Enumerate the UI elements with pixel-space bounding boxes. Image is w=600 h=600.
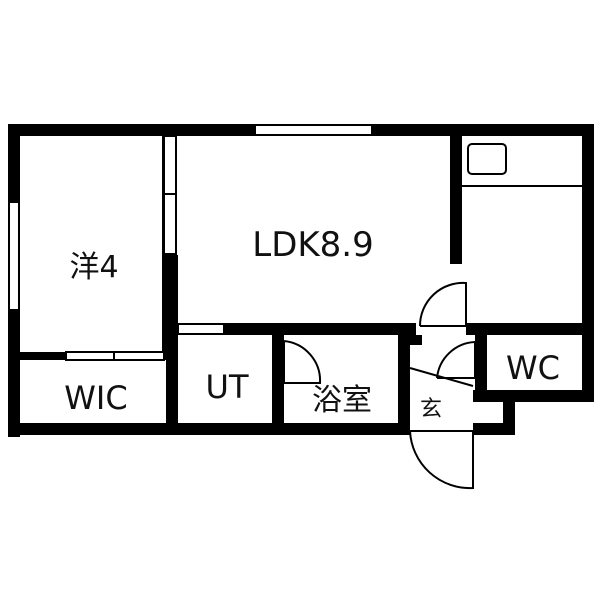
wall-ldk-bottom [224,323,416,335]
wall-wic-top-b [164,352,178,360]
wall-left-lower [8,310,20,437]
wall-kitchen [450,136,462,264]
room-label-ldk: LDK8.9 [252,225,374,265]
window-top [254,124,373,136]
wall-right [582,124,594,402]
sliding-door-wic [65,351,115,361]
wall-ldk-bottom-right [466,323,594,335]
wall-top-left [8,124,255,136]
doors [283,281,476,490]
sink-icon [467,143,507,175]
opening-ldk-ut [177,323,225,335]
room-label-bath: 浴室 [312,383,372,418]
sliding-doors [65,135,225,361]
room-label-western: 洋4 [69,250,118,285]
windows [8,124,373,311]
kitchen [462,143,582,187]
outer-walls [8,124,594,437]
wall-wc-left [475,335,487,402]
wall-left-upper [8,124,20,202]
room-label-wic: WIC [64,379,127,417]
wall-hall [410,335,422,345]
wall-wic-top [20,352,66,360]
interior-walls [20,136,594,430]
sliding-door-wic-2 [113,351,165,361]
door-entrance-swing [409,430,474,490]
wall-ut-bath [272,335,284,430]
wall-step-top [473,390,594,402]
sliding-door-western-ldk [163,135,177,195]
door-ldk-swing [418,281,467,327]
room-label-wc: WC [506,349,560,387]
wall-bath-right [398,335,410,430]
wall-top-right [372,124,594,136]
entrance-step-line [409,367,474,387]
window-left [8,201,20,311]
door-wc-swing [436,340,476,379]
door-bath-swing [283,340,322,384]
wall-partition-western-lower [166,255,178,430]
room-label-ut: UT [206,368,249,406]
room-labels: 洋4 LDK8.9 WIC UT 浴室 玄 WC [64,225,560,422]
sliding-door-western-ldk-2 [163,193,177,255]
room-label-entrance: 玄 [420,397,442,422]
wall-bottom-left [8,423,410,435]
